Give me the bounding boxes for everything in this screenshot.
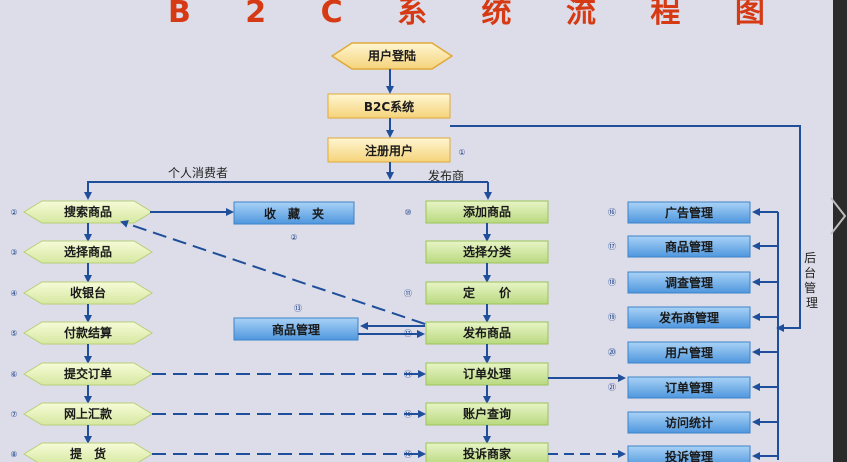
consumer-column: 搜索商品 ② 选择商品 ③ 收银台 ④ 付款结算 ⑤ 提交订单 ⑥ 网上汇款 ⑦ 提 货 ⑧ xyxy=(10,200,153,462)
admin-item-num: ⑲ xyxy=(608,313,616,322)
admin-item-label: 发布商管理 xyxy=(658,310,719,325)
goods-manage-num: ⑬ xyxy=(294,304,302,313)
consumer-step-2 xyxy=(23,240,153,264)
admin-item-label: 用户管理 xyxy=(664,345,713,360)
publisher-step-label: 添加商品 xyxy=(463,204,511,219)
publisher-step-label: 发布商品 xyxy=(462,325,511,340)
consumer-step-label: 收银台 xyxy=(70,285,106,300)
admin-item-label: 广告管理 xyxy=(665,205,713,220)
consumer-step-num: ④ xyxy=(10,289,17,298)
backend-char-1: 后 xyxy=(804,251,816,265)
admin-item-label: 投诉管理 xyxy=(665,449,713,462)
admin-item-7 xyxy=(627,411,751,434)
favorites-node xyxy=(233,201,355,225)
login-node xyxy=(330,42,454,70)
admin-item-label: 访问统计 xyxy=(665,415,713,430)
publisher-step-label: 投诉商家 xyxy=(463,446,512,461)
consumer-step-label: 搜索商品 xyxy=(64,204,112,219)
login-label: 用户登陆 xyxy=(367,48,416,63)
publisher-step-num: ⑪ xyxy=(404,289,412,298)
consumer-step-label: 提交订单 xyxy=(64,366,112,381)
admin-item-6 xyxy=(627,376,751,399)
dashed-publish-search xyxy=(120,220,426,325)
admin-item-4 xyxy=(627,306,751,329)
publisher-step-label: 选择分类 xyxy=(463,244,512,259)
admin-item-num: ⑯ xyxy=(608,208,616,217)
system-node xyxy=(327,93,451,119)
consumer-step-3 xyxy=(23,281,153,305)
consumer-step-label: 提 货 xyxy=(70,446,106,461)
favorites-num: ② xyxy=(290,233,297,242)
consumer-step-num: ⑤ xyxy=(10,329,17,338)
consumer-branch-label: 个人消费者 xyxy=(168,166,228,180)
consumer-step-num: ⑧ xyxy=(10,450,17,459)
consumer-step-num: ② xyxy=(10,208,17,217)
consumer-step-label: 付款结算 xyxy=(64,325,112,340)
admin-item-2 xyxy=(627,235,751,258)
publisher-branch-label: 发布商 xyxy=(428,168,464,183)
backend-char-4: 理 xyxy=(806,296,818,310)
register-node xyxy=(327,137,451,163)
admin-item-5 xyxy=(627,341,751,364)
admin-item-num: ⑰ xyxy=(608,242,616,251)
goods-manage-node xyxy=(233,317,359,341)
register-num: ① xyxy=(458,148,465,157)
backend-label: 后 台 管 理 xyxy=(804,251,820,310)
register-label: 注册用户 xyxy=(365,143,413,158)
arrow-to-consumer xyxy=(84,181,488,200)
publisher-step-num: ⑰ xyxy=(404,329,412,338)
goods-manage-label: 商品管理 xyxy=(272,322,320,337)
publisher-step-label: 订单处理 xyxy=(463,366,511,381)
chevron-right-icon[interactable] xyxy=(829,196,847,236)
consumer-step-num: ⑥ xyxy=(10,370,17,379)
right-edge-strip xyxy=(833,0,847,462)
admin-item-3 xyxy=(627,271,751,294)
consumer-step-label: 网上汇款 xyxy=(64,406,113,421)
system-label: B2C系统 xyxy=(364,99,414,114)
arrow-system-backend xyxy=(450,125,801,332)
favorites-label: 收 藏 夹 xyxy=(264,206,324,221)
admin-item-label: 商品管理 xyxy=(665,239,713,254)
publisher-step-num: ⑩ xyxy=(404,208,411,217)
consumer-step-num: ⑦ xyxy=(10,410,17,419)
admin-item-1 xyxy=(627,201,751,224)
publisher-step-label: 定 价 xyxy=(463,285,512,300)
admin-item-num: ⑱ xyxy=(608,278,616,287)
backend-char-2: 台 xyxy=(804,265,816,280)
admin-item-label: 订单管理 xyxy=(665,380,713,395)
admin-item-label: 调查管理 xyxy=(665,275,713,290)
publisher-step-label: 账户查询 xyxy=(463,406,511,421)
consumer-step-label: 选择商品 xyxy=(64,244,112,259)
admin-item-8 xyxy=(627,445,751,462)
admin-item-num: ㉑ xyxy=(608,383,616,392)
consumer-step-4 xyxy=(23,321,153,345)
diagram-title: B 2 C 系 统 流 程 图 xyxy=(168,0,787,30)
consumer-step-num: ③ xyxy=(10,248,17,257)
admin-item-num: ⑳ xyxy=(608,348,616,357)
backend-char-3: 管 xyxy=(804,280,816,295)
